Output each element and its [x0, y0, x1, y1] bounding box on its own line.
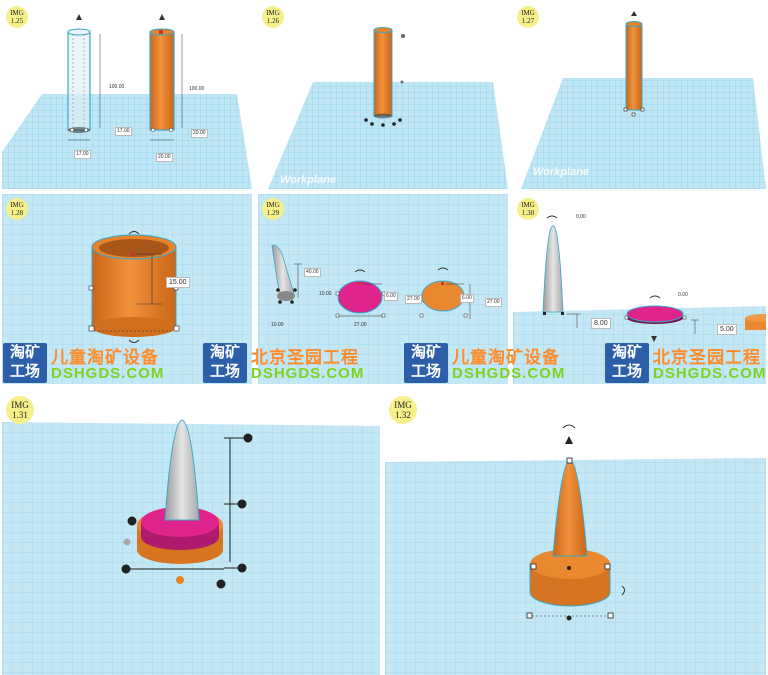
height-dimension[interactable]: 100.00: [189, 86, 205, 92]
handle-dot[interactable]: [401, 34, 405, 38]
transparent-cylinder[interactable]: [67, 28, 91, 133]
pink-disc[interactable]: [626, 305, 684, 324]
workplane-scene: [268, 27, 508, 189]
orange-cap-disc[interactable]: [421, 280, 465, 312]
pink-disc[interactable]: [337, 280, 383, 314]
workplane-scene: [258, 194, 508, 384]
rotate-arrow-icon[interactable]: [128, 231, 140, 235]
width-dimension[interactable]: 27.00: [405, 295, 422, 304]
watermark-logo: 淘矿 工场: [3, 343, 47, 383]
length-dimension[interactable]: 10.00: [271, 322, 284, 328]
height-dimension[interactable]: 100.00: [109, 84, 125, 90]
width-dimension[interactable]: 20.00: [191, 129, 208, 138]
handle-dot[interactable]: [176, 576, 184, 584]
orange-rocket-model[interactable]: [529, 459, 611, 607]
rotate-arrow-icon[interactable]: [128, 339, 140, 343]
height-dimension[interactable]: 40.00: [304, 268, 321, 277]
watermark-url: DSHGDS.COM: [51, 365, 165, 382]
watermark-logo: 淘矿 工场: [605, 343, 649, 383]
figure-1-27: IMG 1.27 Workplane: [513, 2, 766, 189]
watermark-url: DSHGDS.COM: [452, 365, 566, 382]
length-dimension[interactable]: 20.00: [156, 153, 173, 162]
watermark-text: 儿童淘矿设备: [51, 348, 159, 367]
pink-disc[interactable]: [141, 507, 219, 550]
height-dimension[interactable]: 15.00: [166, 277, 190, 288]
lower-arrow-icon[interactable]: [651, 336, 657, 342]
height-dimension[interactable]: 6.00: [460, 294, 474, 303]
watermark-text: 北京圣园工程: [251, 348, 359, 367]
orange-cap-disc[interactable]: [745, 314, 766, 330]
length-dimension[interactable]: 27.00: [354, 322, 367, 328]
workplane-label: Workplane: [280, 174, 337, 186]
handle-dot[interactable]: [400, 80, 404, 84]
figure-badge: IMG 1.27: [517, 6, 539, 28]
figure-1-31: IMG 1.31: [2, 392, 380, 675]
figure-badge: IMG 1.31: [6, 396, 34, 424]
rotate-arrow-icon[interactable]: [546, 215, 558, 219]
gray-paraboloid[interactable]: [542, 225, 564, 313]
elevation-value[interactable]: 5.00: [717, 324, 737, 335]
hollow-cylinder[interactable]: [91, 234, 177, 337]
gray-paraboloid[interactable]: [271, 244, 295, 301]
watermark-url: DSHGDS.COM: [653, 365, 767, 382]
figure-badge: IMG 1.30: [517, 198, 539, 220]
rotate-arrow-icon[interactable]: [621, 585, 625, 596]
figure-badge: IMG 1.32: [389, 396, 417, 424]
workplane-scene: [2, 14, 252, 189]
width-dimension[interactable]: 27.00: [485, 298, 502, 307]
rotation-value[interactable]: 0.00: [678, 292, 688, 298]
handle-dot[interactable]: [123, 538, 131, 546]
rotate-arrow-icon[interactable]: [354, 269, 366, 273]
rotation-value[interactable]: 0.00: [576, 214, 586, 220]
orange-cylinder[interactable]: [149, 28, 175, 131]
watermark-url: DSHGDS.COM: [251, 365, 365, 382]
workplane-scene: [385, 424, 766, 675]
figure-1-32: IMG 1.32: [385, 392, 766, 675]
workplane-scene: [521, 11, 766, 189]
figure-1-29: IMG 1.29 40.00 10.00 10.00 6.00 27.00: [258, 194, 508, 384]
figure-badge: IMG 1.29: [262, 198, 284, 220]
gray-paraboloid[interactable]: [164, 419, 200, 521]
width-dimension[interactable]: 17.00: [115, 127, 132, 136]
rotate-arrow-icon[interactable]: [437, 267, 449, 271]
elevation-value[interactable]: 8.00: [591, 318, 611, 329]
watermark-logo: 淘矿 工场: [203, 343, 247, 383]
lift-arrow-icon[interactable]: [565, 436, 573, 444]
workplane-label: Workplane: [533, 166, 590, 178]
lift-arrow-icon[interactable]: [76, 14, 82, 20]
rotate-arrow-icon[interactable]: [562, 424, 576, 429]
orange-cylinder[interactable]: [625, 21, 643, 111]
figure-badge: IMG 1.26: [262, 6, 284, 28]
figure-1-26: IMG 1.26 Workplane: [258, 2, 508, 189]
rotate-arrow-icon[interactable]: [649, 295, 661, 299]
figure-badge: IMG 1.28: [6, 198, 28, 220]
lift-arrow-icon[interactable]: [159, 14, 165, 20]
height-dimension[interactable]: 6.00: [384, 292, 398, 301]
orange-cylinder[interactable]: [373, 27, 393, 119]
width-dimension[interactable]: 10.00: [319, 291, 332, 297]
figure-badge: IMG 1.25: [6, 6, 28, 28]
watermark-text: 儿童淘矿设备: [452, 348, 560, 367]
watermark-logo: 淘矿 工场: [404, 343, 448, 383]
workplane-scene: [2, 419, 380, 675]
length-dimension[interactable]: 17.00: [74, 150, 91, 159]
figure-1-25: IMG 1.25 100.00 100.00 17.00 17.00 20.00…: [2, 2, 252, 189]
lift-arrow-icon[interactable]: [631, 11, 637, 16]
watermark-text: 北京圣园工程: [653, 348, 761, 367]
